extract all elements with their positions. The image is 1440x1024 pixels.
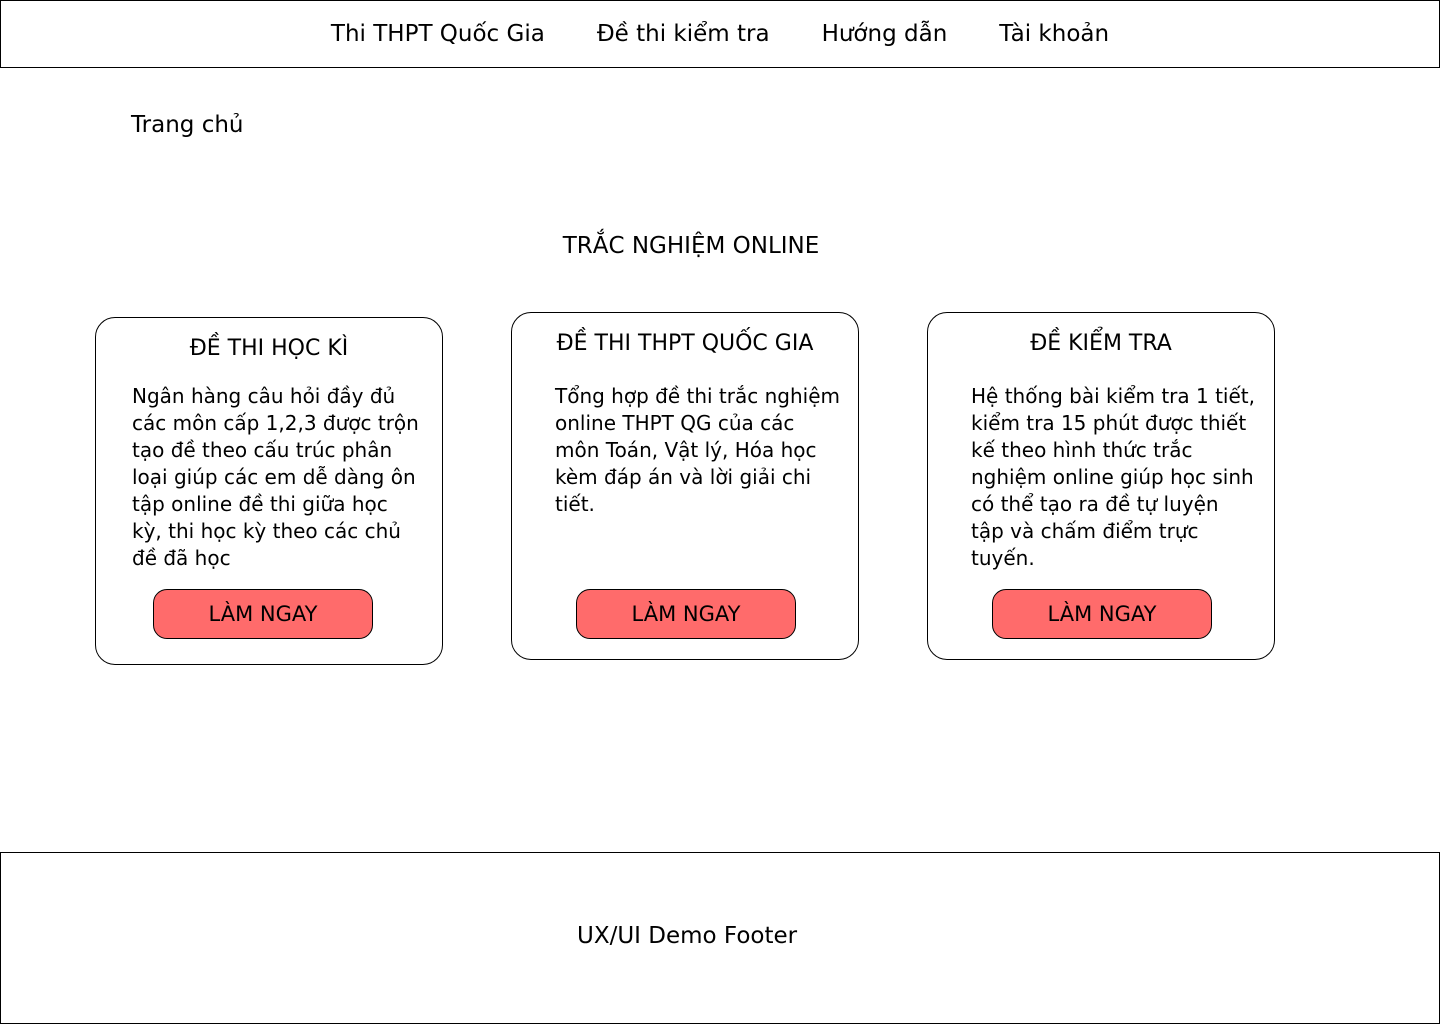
nav-item-huong-dan[interactable]: Hướng dẫn — [821, 21, 948, 47]
nav-item-tai-khoan[interactable]: Tài khoản — [999, 21, 1110, 47]
nav-item-thi-thpt-quoc-gia[interactable]: Thi THPT Quốc Gia — [330, 21, 545, 47]
nav-item-de-thi-kiem-tra[interactable]: Đề thi kiểm tra — [596, 21, 770, 47]
card-description: Ngân hàng câu hỏi đầy đủ các môn cấp 1,2… — [132, 384, 419, 570]
lam-ngay-button[interactable]: LÀM NGAY — [153, 589, 373, 639]
page-title: TRẮC NGHIỆM ONLINE — [562, 233, 820, 259]
card-description: Tổng hợp đề thi trắc nghiệm online THPT … — [555, 384, 840, 516]
card-de-kiem-tra: ĐỀ KIỂM TRA Hệ thống bài kiểm tra 1 tiết… — [927, 312, 1275, 660]
card-de-thi-thpt-quoc-gia: ĐỀ THI THPT QUỐC GIA Tổng hợp đề thi trắ… — [511, 312, 859, 660]
card-de-thi-hoc-ki: ĐỀ THI HỌC KÌ Ngân hàng câu hỏi đầy đủ c… — [95, 317, 443, 665]
footer: UX/UI Demo Footer — [0, 852, 1440, 1024]
card-title: ĐỀ KIỂM TRA — [1030, 331, 1172, 356]
card-title: ĐỀ THI HỌC KÌ — [189, 336, 349, 361]
lam-ngay-button[interactable]: LÀM NGAY — [992, 589, 1212, 639]
top-navigation: Thi THPT Quốc Gia Đề thi kiểm tra Hướng … — [0, 0, 1440, 68]
footer-text: UX/UI Demo Footer — [577, 923, 798, 949]
card-description: Hệ thống bài kiểm tra 1 tiết, kiểm tra 1… — [971, 384, 1255, 570]
card-title: ĐỀ THI THPT QUỐC GIA — [556, 331, 814, 356]
breadcrumb[interactable]: Trang chủ — [131, 112, 244, 138]
lam-ngay-button[interactable]: LÀM NGAY — [576, 589, 796, 639]
